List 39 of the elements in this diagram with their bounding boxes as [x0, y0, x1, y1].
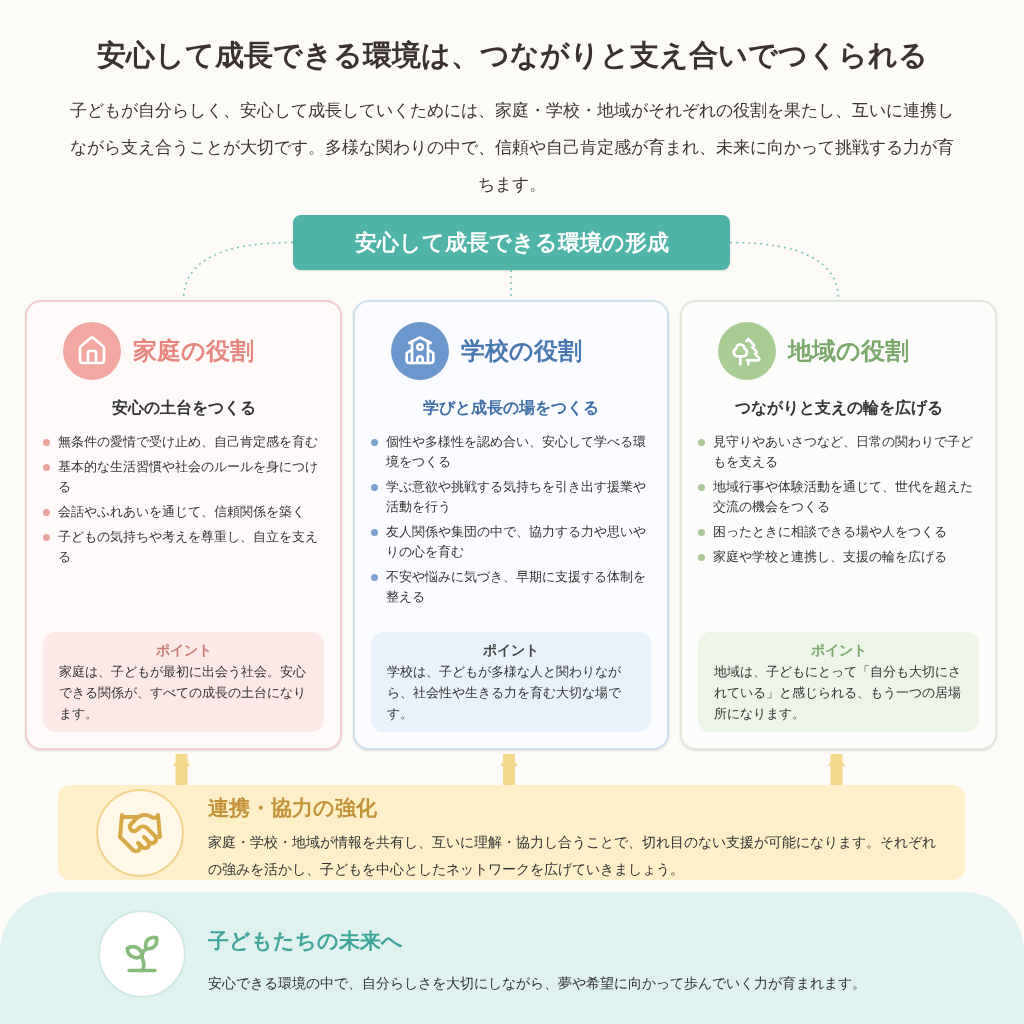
bullet-text: 友人関係や集団の中で、協力する力や思いやりの心を育む [386, 523, 647, 561]
role-card [680, 300, 997, 750]
point-heading: ポイント [809, 641, 868, 660]
card-heading: 家庭の役割 [133, 336, 254, 367]
point-heading: ポイント [482, 641, 540, 660]
card-subheading: つながりと支えの輪を広げる [733, 397, 944, 419]
up-arrow [172, 754, 191, 785]
role-card [353, 300, 669, 750]
band-text: 家庭・学校・地域が情報を共有し、互いに理解・協力し合うことで、切れ目のない支援が可能になります。それぞれの強みを活かし、子どもを中心としたネットワークを広げていきましょう。 [208, 832, 937, 879]
bullet-text: 不安や悩みに気づき、早期に支援する体制を整える [386, 568, 647, 606]
intro-paragraph: 子どもが自分らしく、安心して成長していくためには、家庭・学校・地域がそれぞれの役割を果たし、互いに連携しながら支え合うことが大切です。多様な関わりの中で、信頼や自己肯定感が育まれ、未来に向かって挑戦する力が育ちます。 [70, 100, 954, 196]
point-text: 家庭は、子どもが最初に出会う社会。安心できる関係が、すべての成長の土台になります。 [59, 663, 307, 723]
role-card [25, 300, 342, 750]
up-arrow [500, 754, 518, 785]
point-text: 地域は、子どもにとって「自分も大切にされている」と感じられる、もう一つの居場所になります。 [714, 663, 962, 723]
cooperation-band [58, 785, 965, 880]
title-banner: 安心して成長できる環境の形成 [293, 215, 730, 270]
bullet-text: 個性や多様性を認め合い、安心して学べる環境をつくる [386, 433, 647, 471]
point-text: 学校は、子どもが多様な人と関わりながら、社会性や生きる力を育む大切な場です。 [387, 663, 622, 723]
card-heading: 学校の役割 [461, 336, 582, 367]
card-subheading: 安心の土台をつくる [110, 397, 257, 419]
page-title: 安心して成長できる環境は、つながりと支え合いでつくられる [95, 37, 929, 74]
card-heading: 地域の役割 [788, 336, 909, 367]
future-band [0, 892, 1024, 1024]
bullet-text: 基本的な生活習慣や社会のルールを身につける [58, 458, 319, 496]
bullet-text: 会話やふれあいを通じて、信頼関係を築く [58, 503, 305, 521]
band-heading: 子どもたちの未来へ [208, 928, 404, 955]
band-text: 安心できる環境の中で、自分らしさを大切にしながら、夢や希望に向かって歩んでいく力が育まれます。 [208, 973, 867, 993]
up-arrow [827, 754, 846, 785]
bullet-text: 子どもの気持ちや考えを尊重し、自立を支える [58, 528, 319, 566]
point-heading: ポイント [154, 641, 213, 660]
card-subheading: 学びと成長の場をつくる [422, 397, 600, 419]
bullet-text: 見守りやあいさつなど、日常の関わりで子どもを支える [713, 433, 974, 471]
bullet-text: 学ぶ意欲や挑戦する気持ちを引き出す援業や活動を行う [386, 478, 647, 516]
bullet-text: 地域行事や体験活動を通じて、世代を超えた交流の機会をつくる [713, 478, 974, 516]
bullet-text: 無条件の愛情で受け止め、自己肯定感を育む [58, 433, 318, 451]
band-heading: 連携・協力の強化 [208, 795, 378, 822]
bullet-text: 困ったときに相談できる場や人をつくる [713, 523, 947, 541]
bullet-text: 家庭や学校と連携し、支援の輪を広げる [713, 548, 947, 566]
